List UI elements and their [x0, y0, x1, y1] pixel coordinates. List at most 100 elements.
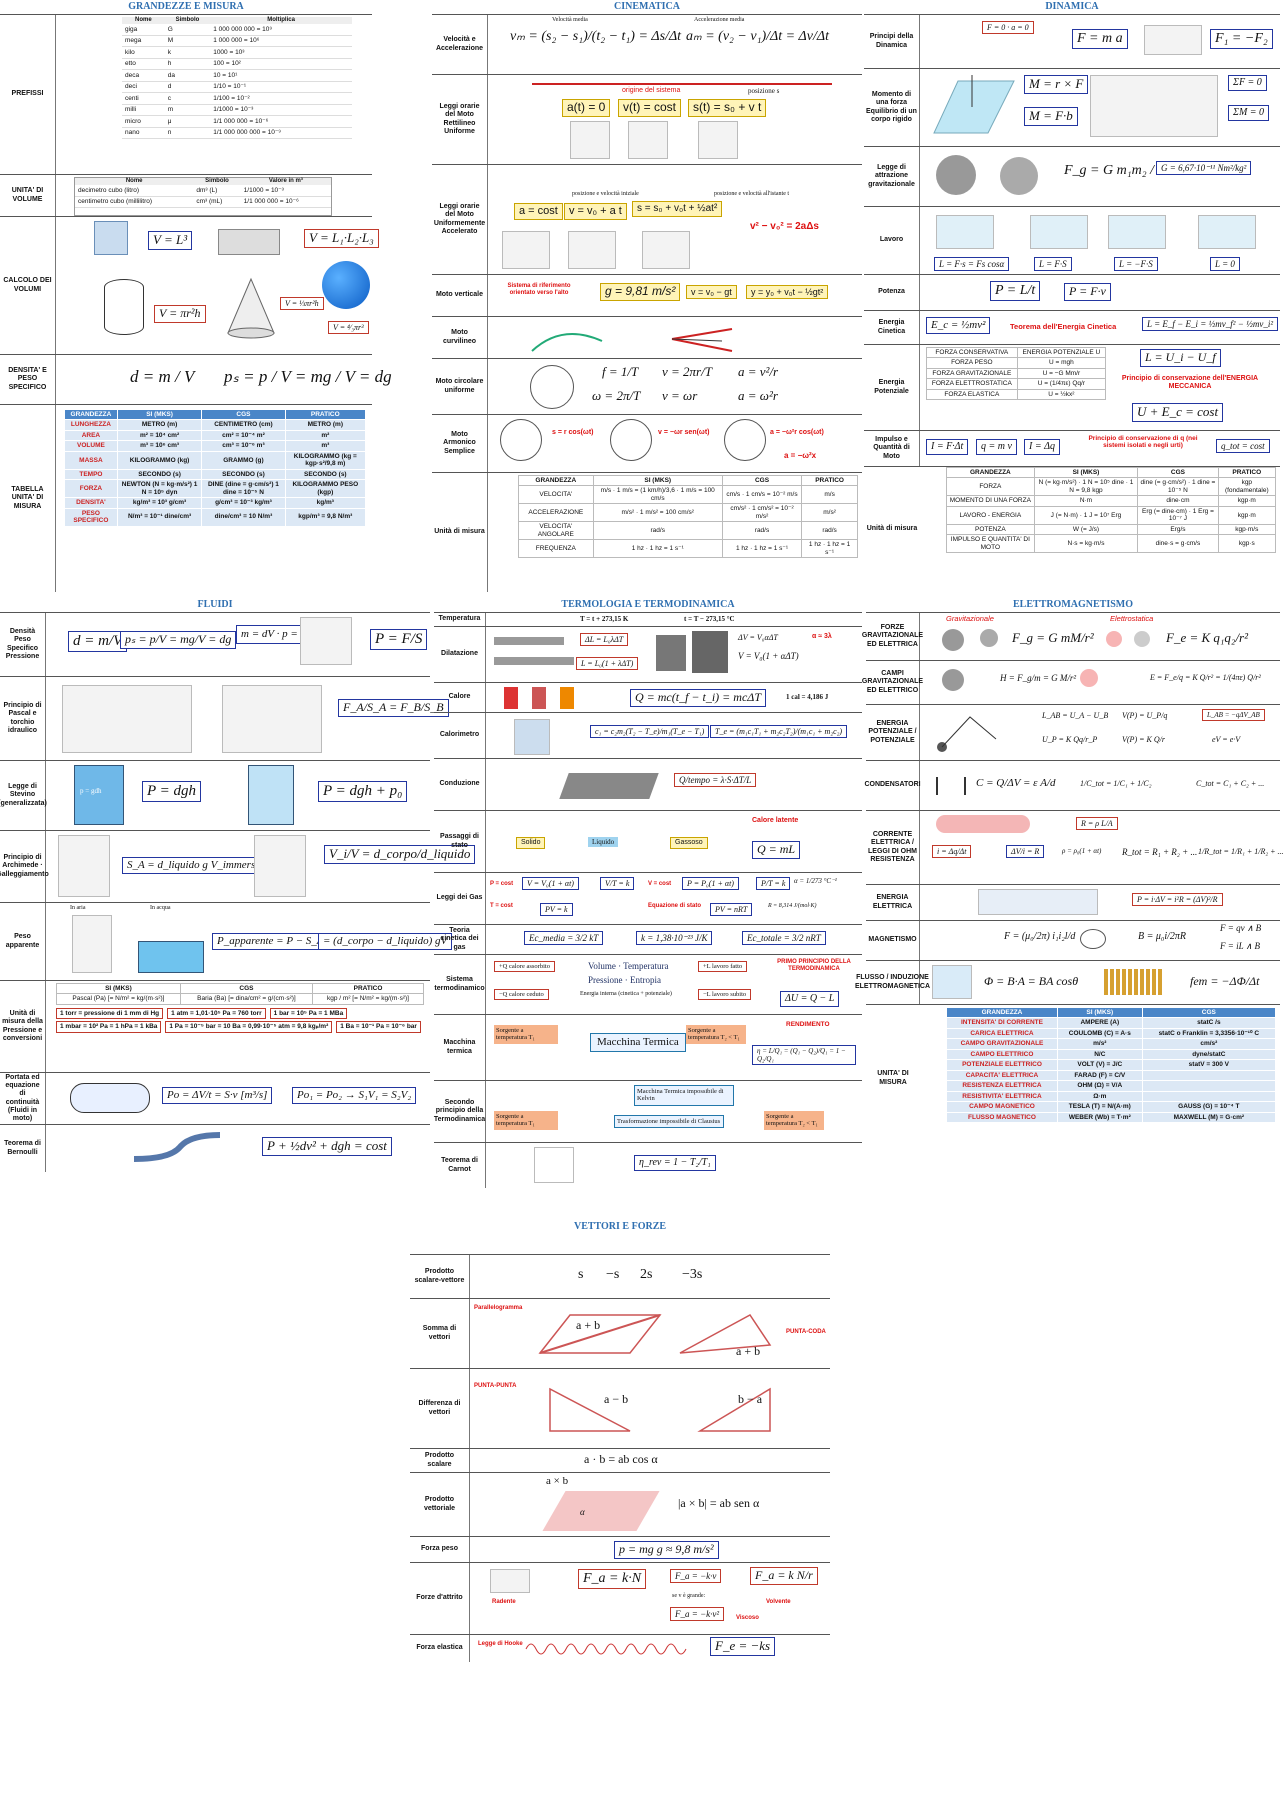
wire-figure — [936, 815, 1030, 833]
row-label: Sistema termodinamico — [434, 955, 486, 1014]
row-label: Leggi dei Gas — [434, 873, 486, 924]
efficiency-formula: η = L/Q₁ = (Q₁ − Q₂)/Q₁ = 1 − Q₂/Q₁ — [752, 1045, 856, 1066]
gravitational-force: F_g = G mM/r² — [1012, 630, 1094, 645]
panel-title: ELETTROMAGNETISMO — [1012, 599, 1134, 610]
row-label: Dilatazione — [434, 627, 486, 682]
equilibrium-temperature: T_e = (m₁c₁T₁ + m₂c₂T₂)/(m₁c₁ + m₂c₂) — [710, 725, 848, 739]
row-secondo: Secondo principio della Termodinamica Ma… — [434, 1080, 862, 1142]
archimede-formula: S_A = d_liquido g V_immerso — [122, 857, 266, 874]
row-attrito: Forze d'attrito F_a = k·N Radente F_a = … — [410, 1562, 830, 1634]
caption: Accelerazione media — [694, 17, 745, 23]
dynamometer-air — [72, 915, 112, 973]
note: P = cost — [490, 881, 514, 887]
hot-source: Sorgente a temperatura T₁ — [494, 1111, 558, 1130]
table-cell: m² = 10⁴ cm² — [116, 429, 203, 442]
cone-formula: V = ⅓πr²h — [280, 297, 324, 311]
row-label: Forze d'attrito — [410, 1563, 470, 1634]
table-cell: c — [164, 92, 211, 105]
circle-figure — [530, 365, 574, 409]
column-header: CGS — [201, 408, 286, 421]
tip-tip-label: PUNTA-PUNTA — [474, 1383, 517, 1389]
work-negative: L = −F·S — [1114, 257, 1158, 272]
panel-elettro: ELETTROMAGNETISMO FORZE GRAVITAZIONALE E… — [855, 598, 1284, 1152]
mru-acceleration: a(t) = 0 — [562, 99, 611, 117]
electric-field: E = F_e/q = K Q/r² = 1/(4πε) Q/r² — [1150, 673, 1261, 682]
torque-formula: M = r × F — [1024, 75, 1089, 94]
hydraulic-press-figure — [222, 685, 322, 753]
row-condensatori: CONDENSATORI C = Q/ΔV = ε A/d 1/C_tot = … — [864, 760, 1280, 810]
torque-arm-formula: M = F·b — [1024, 107, 1078, 126]
magnetic-flux: Φ = B·A = BA cosθ — [984, 974, 1079, 988]
table-cell: dine·cm — [1137, 495, 1219, 507]
water-tank — [138, 941, 204, 973]
caption: Velocità media — [552, 17, 588, 23]
column-header: GRANDEZZA — [64, 408, 118, 421]
row-label: Prodotto scalare — [410, 1449, 470, 1472]
table-cell: OHM (Ω) = V/A — [1056, 1080, 1143, 1092]
column-header: SI (MKS) — [592, 474, 723, 487]
impulse-momentum: I = Δq — [1024, 439, 1060, 455]
gravitation-formula: F_g = G m₁m₂ / r² — [1064, 163, 1168, 178]
column-header: Nome — [122, 17, 165, 24]
table-cell: 1/1 000 000 = 10⁻⁶ — [210, 115, 352, 128]
velocity-formula: vₘ = (s₂ − s₁)/(t₂ − t₁) = Δs/Δt — [510, 29, 682, 44]
column-header: Nome — [75, 178, 194, 185]
angle-label: α — [580, 1507, 585, 1517]
sphere-formula: V = ⁴⁄₃πr³ — [328, 321, 369, 335]
pressure-conversion: 1 torr = pressione di 1 mm di Hg — [56, 1007, 164, 1020]
mru-velocity: v(t) = cost — [618, 99, 682, 117]
column-header: Simbolo — [164, 17, 211, 24]
cone-figure — [227, 277, 275, 339]
table-cell: etto — [122, 58, 165, 71]
box-figure — [218, 229, 280, 255]
gay-lussac-1-ratio: V/T = k — [600, 877, 635, 891]
table-cell: deca — [122, 69, 165, 82]
difference-diagram — [549, 1387, 771, 1432]
row-velocita: Velocità e Accelerazione Velocità media … — [432, 14, 862, 74]
graph-a — [570, 121, 610, 159]
acceleration-formula: a = v²/r — [738, 364, 779, 379]
table-cell: dyne/statC — [1141, 1048, 1277, 1061]
heat-block — [560, 687, 574, 709]
total-kinetic-energy: Ec_totale = 3/2 nRT — [742, 931, 826, 946]
row-stevino: Legge di Stevino (generalizzata) p = gdh… — [0, 760, 430, 830]
pressure-figure — [300, 617, 352, 665]
work-figure-4 — [1198, 215, 1256, 249]
row-label: Moto circolare uniforme — [432, 359, 488, 414]
state-liquid: Liquido — [588, 837, 619, 848]
pascal-formula: F_A/S_A = F_B/S_B — [338, 699, 449, 717]
specific-weight-formula: pₛ = p / V = mg / V = dg — [224, 367, 392, 386]
cylinder-figure — [104, 279, 144, 335]
cross-product-plane — [542, 1491, 660, 1531]
kelvin-statement: Macchina Termica impossibile di Kelvin — [634, 1085, 734, 1106]
table-cell: IMPULSO E QUANTITA' DI MOTO — [946, 534, 1035, 554]
caption: In aria — [70, 905, 86, 911]
density: d = m/V — [68, 631, 128, 653]
row-lavoro: Lavoro L = F·s = Fs cosα L = F·S L = −F·… — [864, 206, 1280, 274]
panel-vettori: VETTORI E FORZE Prodotto scalare-vettore… — [410, 1220, 830, 1662]
mua-velocity: v = v₀ + a t — [564, 203, 627, 220]
electron-volt: eV = e·V — [1212, 735, 1241, 744]
gravity-formula: g = 9,81 m/s² — [600, 283, 681, 301]
table-cell: ACCELERAZIONE — [518, 503, 594, 523]
efficiency-label: RENDIMENTO — [786, 1021, 830, 1028]
note: Sistema di riferimento orientato verso l… — [507, 283, 571, 296]
table-cell: N·m — [1033, 495, 1139, 507]
row-temperatura: Temperatura T = t + 273,15 K t = T − 273… — [434, 612, 862, 626]
parallel-resistance: 1/R_tot = 1/R₁ + 1/R₂ + ... — [1198, 847, 1284, 856]
third-law: F₁ = −F₂ — [1210, 29, 1273, 50]
table-cell: SECONDO (s) — [284, 468, 367, 481]
boltzmann: k = 1,38·10⁻²³ J/K — [636, 931, 713, 946]
table-cell: W (= J/s) — [1033, 523, 1139, 536]
parallelogram-label: Parallelogramma — [474, 1305, 523, 1311]
